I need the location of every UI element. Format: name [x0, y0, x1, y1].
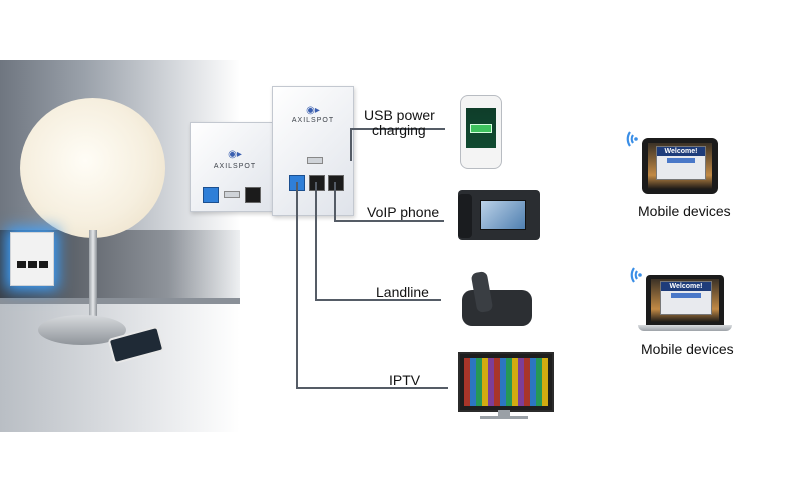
login-button [671, 293, 701, 298]
landline-connector-line [315, 182, 317, 301]
brand-text: AXILSPOT [291, 117, 335, 124]
voip-label: VoIP phone [367, 204, 440, 220]
wall-access-point [10, 232, 54, 286]
voip-phone-screen [480, 200, 526, 230]
tv-channel-grid [464, 358, 548, 406]
bedroom-photo [0, 60, 240, 432]
laptop-base [638, 325, 732, 331]
wall-port [17, 261, 26, 268]
nightstand [0, 300, 240, 432]
mobile-devices-label: Mobile devices [638, 203, 731, 219]
mobile-devices-label: Mobile devices [641, 341, 734, 357]
access-point-front: ◉▸ AXILSPOT [190, 122, 280, 212]
iptv-connector-line [296, 182, 298, 389]
iptv-connector-line [296, 387, 448, 389]
usb-port [224, 191, 240, 198]
welcome-title: Welcome! [661, 282, 711, 291]
cordless-handset-icon [470, 270, 494, 314]
phone-port [245, 187, 261, 203]
axilspot-logo-icon: ◉▸ [228, 149, 242, 160]
voip-port [309, 175, 325, 191]
tv-stand [498, 410, 510, 416]
lamp-shade [20, 98, 165, 238]
usb-connector-line [350, 128, 352, 161]
wifi-icon [626, 131, 638, 147]
voip-connector-line [334, 220, 444, 222]
lan-port [203, 187, 219, 203]
landline-label: Landline [376, 284, 429, 300]
wall-port [39, 261, 48, 268]
landline-phone-device [462, 270, 532, 326]
welcome-popup: Welcome! [660, 281, 712, 315]
access-point-back: ◉▸ AXILSPOT [272, 86, 354, 216]
usb-label-line2: charging [372, 122, 426, 138]
usb-label-line1: USB power [364, 107, 435, 123]
brand-text: AXILSPOT [213, 163, 257, 170]
login-button [666, 158, 696, 163]
voip-connector-line [334, 182, 336, 222]
smartphone-device [460, 95, 502, 169]
tablet-device: Welcome! [642, 138, 718, 194]
iptv-television [458, 352, 554, 412]
handset-icon [458, 194, 472, 238]
tv-stand-base [480, 416, 528, 419]
welcome-popup: Welcome! [656, 146, 706, 180]
axilspot-logo-icon: ◉▸ [306, 105, 320, 116]
wall-port [28, 261, 37, 268]
voip-phone-device [458, 190, 540, 240]
nightstand-edge [0, 298, 240, 304]
wifi-icon [630, 267, 642, 283]
laptop-screen-frame: Welcome! [646, 275, 724, 325]
welcome-title: Welcome! [657, 147, 705, 156]
landline-port [328, 175, 344, 191]
usb-connector-line [350, 128, 445, 130]
battery-icon [470, 124, 492, 133]
lamp-stem [89, 230, 97, 325]
iptv-label: IPTV [389, 372, 421, 388]
usb-port [307, 157, 323, 164]
landline-connector-line [315, 299, 441, 301]
